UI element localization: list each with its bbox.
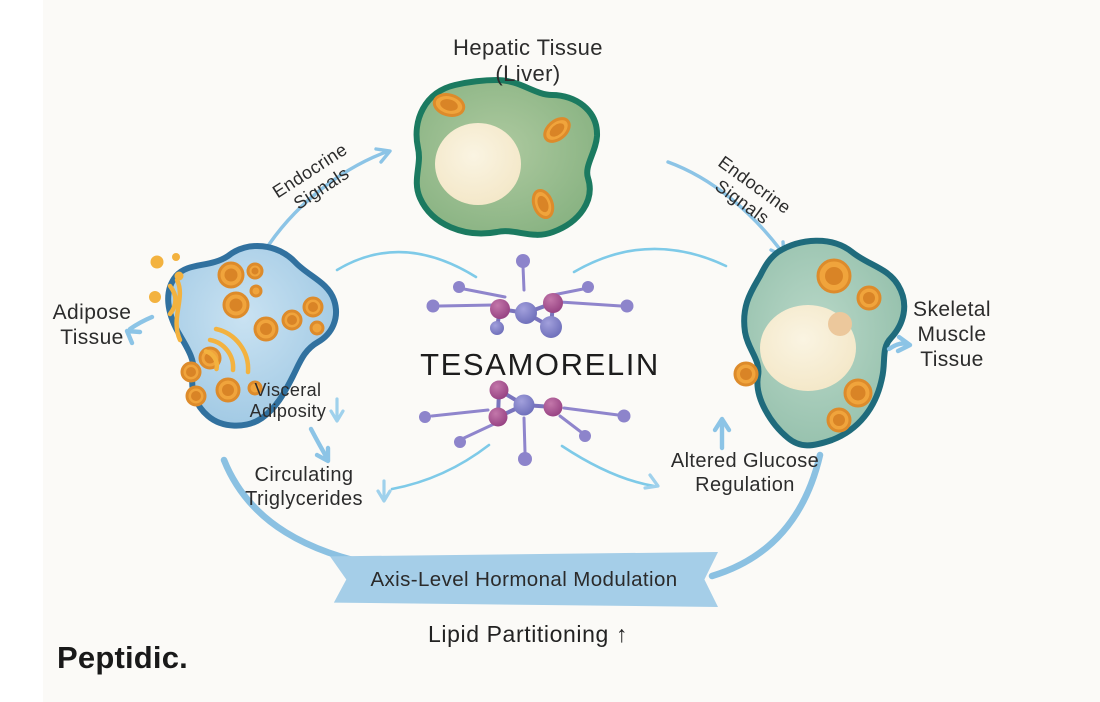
brand-logo: Peptidic. xyxy=(57,640,188,675)
muscle-nucleolus xyxy=(828,312,852,336)
arrow-visceral-to-circulating xyxy=(308,426,331,464)
axis-modulation-banner: Axis-Level Hormonal Modulation xyxy=(330,552,718,607)
arrow-to-altered-glucose xyxy=(560,444,660,490)
molecule-bottom-icon xyxy=(419,380,631,466)
decrease-arrow-visceral xyxy=(329,397,345,423)
visceral-line2: Adiposity xyxy=(249,401,327,422)
radiating-arc-lower-left xyxy=(390,443,491,491)
hepatic-label-line2: (Liver) xyxy=(495,60,561,86)
visceral-line1: Visceral xyxy=(254,380,322,400)
secretion-waves-icon xyxy=(149,253,184,343)
skeletal-label-line1: Skeletal xyxy=(913,298,991,321)
altered-glucose-label: Altered Glucose Regulation xyxy=(671,450,819,497)
molecule-top-icon xyxy=(426,254,634,338)
curve-banner-to-muscle xyxy=(708,451,824,580)
skeletal-pointer-arrow xyxy=(886,334,913,354)
circulating-triglycerides-label: Circulating Triglycerides xyxy=(245,464,363,511)
circulating-line2: Triglycerides xyxy=(245,487,363,510)
banner-label: Axis-Level Hormonal Modulation xyxy=(370,567,678,591)
radiating-arc-upper-left xyxy=(335,250,478,279)
circulating-line1: Circulating xyxy=(254,464,354,486)
visceral-adiposity-label: Visceral Adiposity xyxy=(250,380,327,422)
adipose-label-line2: Tissue xyxy=(60,325,124,349)
altered-line2: Regulation xyxy=(695,473,795,496)
endocrine-arrow-left xyxy=(262,147,392,254)
hepatic-organelles xyxy=(432,93,571,220)
hepatic-nucleus xyxy=(435,123,521,205)
skeletal-muscle-label: Skeletal Muscle Tissue xyxy=(913,298,991,372)
radiating-arc-upper-right xyxy=(572,247,728,274)
decrease-arrow-triglycerides xyxy=(376,479,392,503)
hepatic-cell xyxy=(413,77,601,238)
adipose-label-line1: Adipose xyxy=(52,301,132,324)
adipose-tissue-label: Adipose Tissue xyxy=(53,301,132,351)
signal-waves-icon xyxy=(203,326,251,375)
hepatic-label-line1: Hepatic Tissue xyxy=(453,35,603,60)
lipid-partitioning-label: Lipid Partitioning ↑ xyxy=(428,621,628,647)
muscle-organelles xyxy=(733,258,882,433)
adipose-pointer-arrow xyxy=(124,314,155,346)
altered-line1: Altered Glucose xyxy=(670,450,820,472)
skeletal-label-line3: Tissue xyxy=(920,347,984,371)
skeletal-label-line2: Muscle xyxy=(917,322,987,346)
hepatic-tissue-label: Hepatic Tissue (Liver) xyxy=(453,35,603,87)
drug-title: TESAMORELIN xyxy=(420,347,660,382)
skeletal-muscle-cell xyxy=(733,237,908,449)
arrow-altered-to-muscle xyxy=(712,416,732,451)
adipose-cell xyxy=(149,242,339,429)
